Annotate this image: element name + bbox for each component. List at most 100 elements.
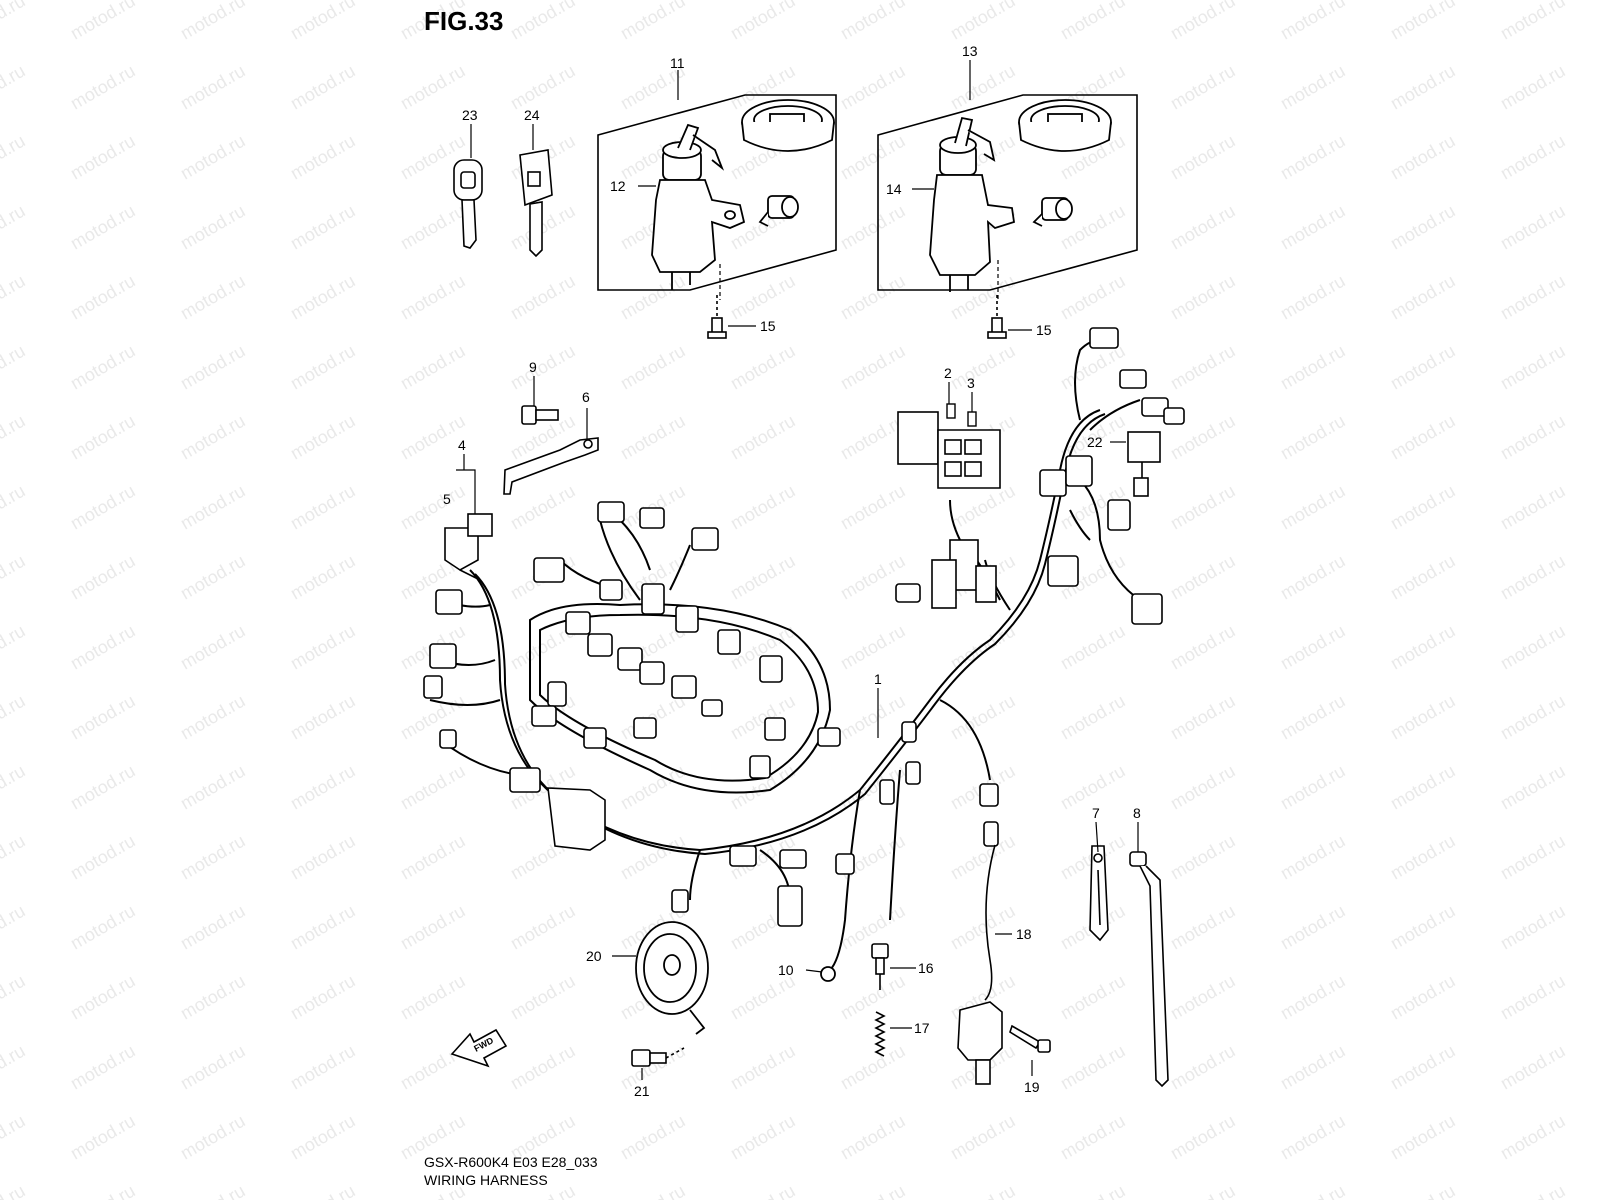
- fwd-arrow: FWD: [450, 1028, 508, 1068]
- watermark-text: motod.ru: [1387, 1181, 1459, 1200]
- watermark-text: motod.ru: [507, 0, 579, 43]
- watermark-text: motod.ru: [67, 691, 139, 744]
- watermark-text: motod.ru: [177, 761, 249, 814]
- callout-1: 1: [874, 671, 882, 687]
- watermark-text: motod.ru: [1497, 621, 1569, 674]
- ignition-kit-box-13: [877, 94, 1138, 291]
- ignition-switch-14: [929, 116, 1015, 292]
- watermark-text: motod.ru: [177, 901, 249, 954]
- bolt-9: [521, 405, 559, 425]
- watermark-text: motod.ru: [287, 201, 359, 254]
- cable-tie-8: [1129, 851, 1169, 1088]
- callout-16: 16: [918, 960, 934, 976]
- watermark-text: motod.ru: [1497, 761, 1569, 814]
- watermark-text: motod.ru: [837, 1041, 909, 1094]
- watermark-text: motod.ru: [1387, 971, 1459, 1024]
- watermark-text: motod.ru: [67, 1111, 139, 1164]
- watermark-text: motod.ru: [1277, 621, 1349, 674]
- watermark-text: motod.ru: [947, 621, 1019, 674]
- watermark-text: motod.ru: [1167, 201, 1239, 254]
- watermark-text: motod.ru: [947, 1111, 1019, 1164]
- watermark-text: motod.ru: [837, 481, 909, 534]
- fuel-cap-11: [741, 99, 835, 152]
- watermark-text: motod.ru: [177, 131, 249, 184]
- watermark-text: motod.ru: [837, 691, 909, 744]
- watermark-text: motod.ru: [1277, 1041, 1349, 1094]
- watermark-text: motod.ru: [0, 621, 29, 674]
- watermark-text: motod.ru: [507, 901, 579, 954]
- watermark-text: motod.ru: [1167, 0, 1239, 43]
- watermark-text: motod.ru: [507, 271, 579, 324]
- callout-12: 12: [610, 178, 626, 194]
- screw-15-right: [987, 295, 1007, 339]
- watermark-text: motod.ru: [287, 1041, 359, 1094]
- watermark-text: motod.ru: [1387, 131, 1459, 184]
- watermark-text: motod.ru: [397, 481, 469, 534]
- watermark-text: motod.ru: [837, 1181, 909, 1200]
- watermark-text: motod.ru: [177, 831, 249, 884]
- watermark-text: motod.ru: [397, 901, 469, 954]
- watermark-text: motod.ru: [0, 341, 29, 394]
- watermark-text: motod.ru: [1167, 131, 1239, 184]
- callout-17: 17: [914, 1020, 930, 1036]
- watermark-text: motod.ru: [287, 971, 359, 1024]
- watermark-text: motod.ru: [1277, 201, 1349, 254]
- watermark-text: motod.ru: [1167, 61, 1239, 114]
- watermark-text: motod.ru: [177, 411, 249, 464]
- watermark-text: motod.ru: [1497, 481, 1569, 534]
- ecm-connectors: [931, 539, 997, 609]
- watermark-text: motod.ru: [397, 0, 469, 43]
- watermark-text: motod.ru: [0, 1111, 29, 1164]
- callout-18: 18: [1016, 926, 1032, 942]
- clamp-7: [1089, 845, 1109, 942]
- fuse-3: [967, 411, 977, 427]
- watermark-text: motod.ru: [287, 341, 359, 394]
- watermark-text: motod.ru: [1167, 1111, 1239, 1164]
- connector-5: [444, 513, 493, 581]
- watermark-text: motod.ru: [1497, 341, 1569, 394]
- watermark-text: motod.ru: [287, 1111, 359, 1164]
- screw-15-left: [707, 295, 727, 339]
- leader-lines: [456, 60, 1139, 1080]
- watermark-text: motod.ru: [837, 131, 909, 184]
- watermark-text: motod.ru: [177, 61, 249, 114]
- watermark-text: motod.ru: [1277, 901, 1349, 954]
- watermark-text: motod.ru: [1497, 1041, 1569, 1094]
- callout-14: 14: [886, 181, 902, 197]
- watermark-text: motod.ru: [1167, 1181, 1239, 1200]
- watermark-text: motod.ru: [67, 551, 139, 604]
- watermark-text: motod.ru: [1387, 691, 1459, 744]
- seat-lock-13: [1032, 197, 1073, 227]
- watermark-text: motod.ru: [1387, 1041, 1459, 1094]
- watermark-text: motod.ru: [727, 481, 799, 534]
- watermark-text: motod.ru: [837, 61, 909, 114]
- watermark-text: motod.ru: [1277, 831, 1349, 884]
- key-24: [519, 149, 553, 258]
- watermark-text: motod.ru: [0, 551, 29, 604]
- horn-20: [635, 921, 709, 1035]
- watermark-text: motod.ru: [287, 411, 359, 464]
- watermark-text: motod.ru: [1167, 1041, 1239, 1094]
- watermark-text: motod.ru: [1497, 0, 1569, 43]
- watermark-text: motod.ru: [1277, 1111, 1349, 1164]
- watermark-text: motod.ru: [287, 691, 359, 744]
- watermark-text: motod.ru: [67, 761, 139, 814]
- watermark-text: motod.ru: [837, 201, 909, 254]
- watermark-text: motod.ru: [287, 481, 359, 534]
- watermark-text: motod.ru: [837, 341, 909, 394]
- watermark-text: motod.ru: [0, 691, 29, 744]
- watermark-text: motod.ru: [1387, 761, 1459, 814]
- callout-3: 3: [967, 375, 975, 391]
- watermark-text: motod.ru: [837, 971, 909, 1024]
- watermark-text: motod.ru: [287, 61, 359, 114]
- watermark-text: motod.ru: [1387, 411, 1459, 464]
- watermark-text: motod.ru: [1387, 61, 1459, 114]
- watermark-text: motod.ru: [1387, 901, 1459, 954]
- ignition-kit-box-11: [597, 94, 837, 291]
- screw-19: [1009, 1024, 1051, 1053]
- watermark-text: motod.ru: [177, 551, 249, 604]
- watermark-text: motod.ru: [727, 551, 799, 604]
- watermark-text: motod.ru: [1387, 0, 1459, 43]
- watermark-text: motod.ru: [177, 201, 249, 254]
